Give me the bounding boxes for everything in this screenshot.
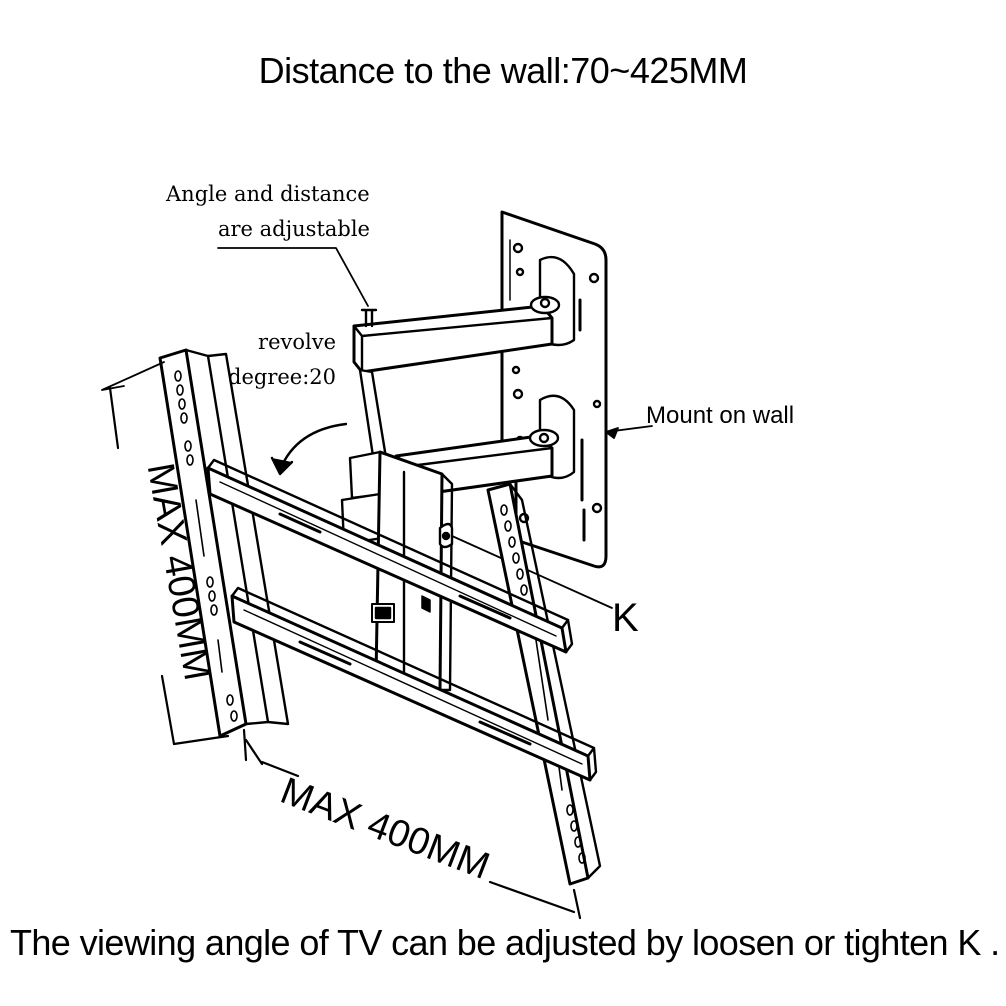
upper-arm	[352, 295, 561, 374]
adjustable-note-line2: are adjustable	[218, 217, 370, 241]
adjustable-note: Angle and distance are adjustable	[166, 177, 370, 247]
instruction-caption: The viewing angle of TV can be adjusted …	[10, 922, 1000, 963]
lower-crossbar	[230, 586, 598, 782]
page-title: Distance to the wall:70~425MM	[258, 50, 748, 91]
right-rail	[486, 482, 602, 886]
revolve-note-line2: degree:20	[228, 365, 337, 389]
adjustable-note-line1: Angle and distance	[166, 182, 370, 206]
revolve-note-line1: revolve	[258, 330, 337, 354]
upper-crossbar	[206, 458, 574, 654]
dimension-lines	[101, 361, 582, 920]
left-rail	[158, 348, 290, 738]
mount-on-wall-label: Mount on wall	[646, 402, 795, 429]
leader-lines	[217, 247, 653, 609]
wall-plate	[500, 210, 608, 569]
revolve-arrow	[270, 422, 348, 476]
k-bolt-label: K	[612, 596, 639, 640]
revolve-note: revolve degree:20	[228, 325, 336, 395]
